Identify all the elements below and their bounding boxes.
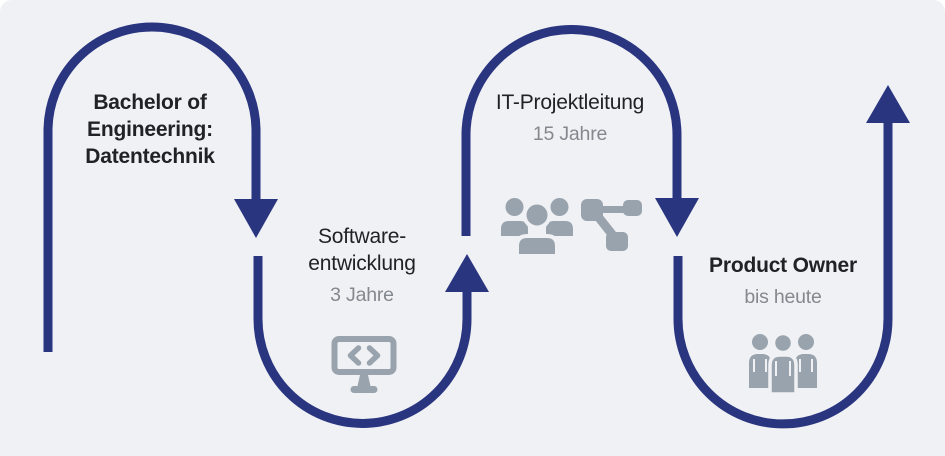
step-title: Software- entwicklung — [308, 223, 416, 277]
monitor-code-icon — [331, 336, 397, 401]
arrow-down-icon — [655, 198, 699, 237]
step-product-owner: Product Owner bis heute — [709, 252, 857, 310]
title-line: Software- — [317, 225, 407, 248]
title-line: Engineering: — [87, 118, 213, 141]
arrow-up-icon — [866, 85, 910, 123]
path-segment-2 — [253, 256, 472, 428]
step-duration: 15 Jahre — [532, 123, 608, 145]
step-education: Bachelor of Engineering: Datentechnik — [85, 89, 215, 170]
step-title: IT-Projektleitung — [495, 89, 645, 116]
step-duration: bis heute — [744, 286, 822, 308]
title-line: IT-Projektleitung — [495, 91, 645, 114]
team-standing-icon — [743, 331, 823, 399]
step-software-development: Software- entwicklung 3 Jahre — [308, 223, 416, 308]
step-duration: 3 Jahre — [330, 284, 394, 306]
title-line: Product Owner — [709, 254, 857, 277]
title-line: entwicklung — [308, 252, 416, 275]
workflow-icon — [579, 198, 643, 257]
path-segment-1 — [43, 22, 261, 352]
path-segment-4 — [673, 123, 893, 429]
step-it-project-management: IT-Projektleitung 15 Jahre — [495, 89, 645, 147]
title-line: Bachelor of — [93, 91, 207, 114]
title-line: Datentechnik — [85, 145, 215, 168]
arrow-down-icon — [234, 199, 278, 238]
team-icon — [500, 196, 574, 261]
step-title: Product Owner — [709, 252, 857, 279]
path-segment-3 — [461, 25, 682, 236]
step-title: Bachelor of Engineering: Datentechnik — [85, 89, 215, 170]
arrow-up-icon — [445, 254, 489, 292]
